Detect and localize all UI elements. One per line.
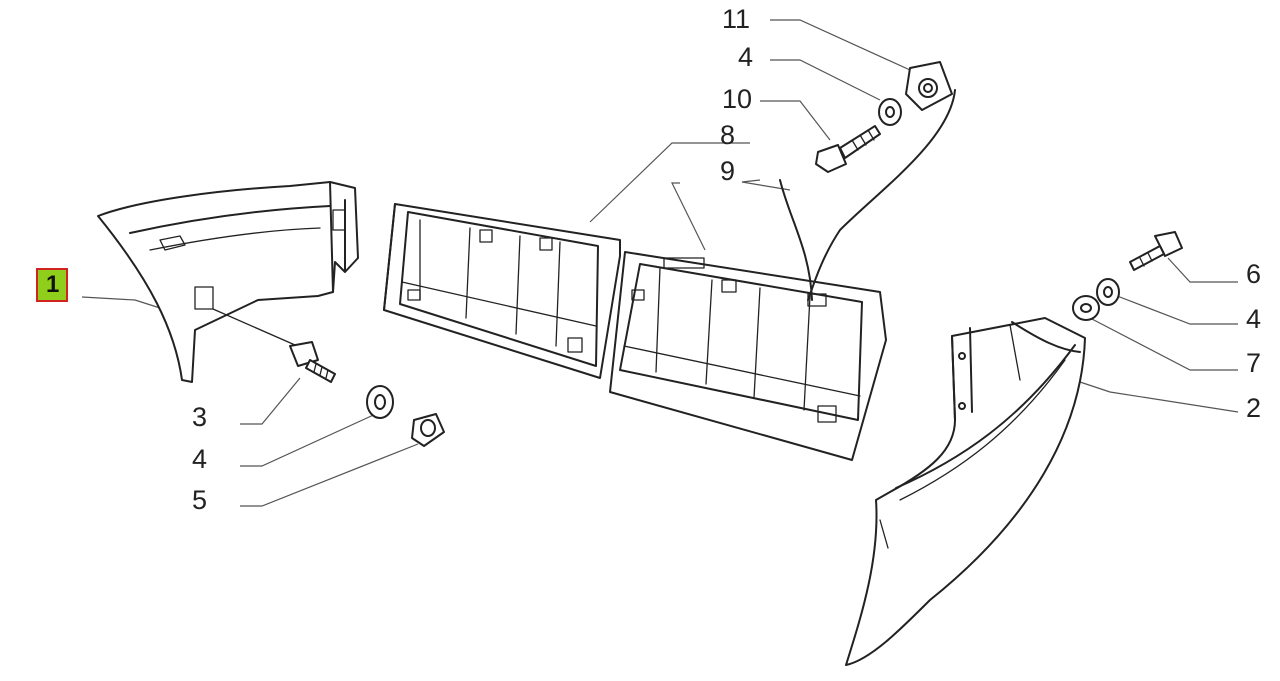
callout-4-right: 4	[1246, 304, 1262, 334]
callout-4-left: 4	[192, 444, 208, 474]
inner-tray	[383, 203, 621, 379]
bracket	[905, 61, 953, 111]
lock-washer-right	[1096, 278, 1120, 306]
callout-10: 10	[722, 84, 753, 114]
right-side-panel	[845, 317, 1086, 666]
callout-9: 9	[720, 156, 736, 186]
left-side-panel	[97, 181, 359, 383]
callout-7: 7	[1246, 348, 1262, 378]
callout-8: 8	[720, 120, 736, 150]
lock-washer-top	[878, 98, 902, 126]
callout-6: 6	[1246, 259, 1262, 289]
screw	[1129, 231, 1183, 271]
callout-3: 3	[192, 402, 208, 432]
callout-11: 11	[722, 4, 751, 34]
callout-2: 2	[1246, 393, 1262, 423]
stud-bolt	[289, 341, 336, 383]
leader-lines	[81, 19, 1239, 507]
lock-washer-left	[366, 385, 394, 419]
callout-4-top: 4	[738, 42, 754, 72]
flat-washer	[1072, 295, 1100, 321]
nut	[411, 413, 445, 447]
hex-bolt	[815, 125, 881, 173]
outer-box	[609, 251, 887, 461]
callout-1[interactable]: 1	[36, 268, 69, 302]
cable	[779, 89, 956, 301]
callout-5: 5	[192, 485, 208, 515]
